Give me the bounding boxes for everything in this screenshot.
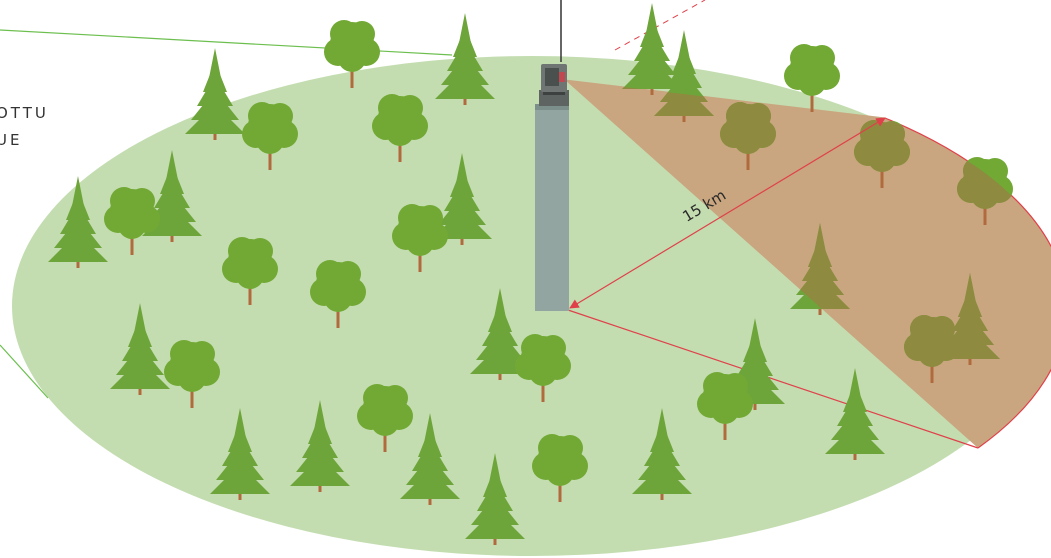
deciduous-tree-icon [697, 372, 753, 440]
area-label-line-1: OTTU [0, 104, 49, 122]
spruce-tree-icon [825, 368, 885, 460]
spruce-tree-icon [290, 400, 350, 492]
deciduous-tree-icon [324, 20, 380, 88]
guide-line-bottom [0, 344, 49, 399]
spruce-tree-icon [465, 453, 525, 545]
spruce-tree-icon [632, 408, 692, 500]
spruce-tree-icon [142, 150, 202, 242]
spruce-tree-icon [470, 288, 530, 380]
spruce-tree-icon [210, 408, 270, 500]
sector-edge-top [564, 79, 886, 119]
area-label-line-2: UE [0, 131, 23, 149]
deciduous-tree-icon [242, 102, 298, 170]
radar-camera-icon [539, 64, 569, 106]
spruce-tree-icon [48, 176, 108, 268]
spruce-tree-icon [622, 3, 682, 95]
deciduous-tree-icon [357, 384, 413, 452]
spruce-tree-icon [185, 48, 245, 140]
spruce-tree-icon [940, 273, 1000, 365]
spruce-tree-icon [400, 413, 460, 505]
deciduous-tree-icon [515, 334, 571, 402]
spruce-tree-icon [110, 303, 170, 395]
distance-arrow [569, 117, 886, 309]
spruce-tree-icon [435, 13, 495, 105]
sector-edge-bottom [567, 309, 979, 449]
deciduous-tree-icon [904, 315, 960, 383]
deciduous-tree-icon [372, 94, 428, 162]
deciduous-tree-icon [784, 44, 840, 112]
guide-line-top [0, 29, 453, 56]
tower [535, 0, 569, 311]
sector-arc [884, 117, 1051, 449]
deciduous-tree-icon [310, 260, 366, 328]
tower-mast [535, 106, 569, 311]
deciduous-tree-icon [222, 237, 278, 305]
deciduous-tree-icon [104, 187, 160, 255]
deciduous-tree-icon [164, 340, 220, 408]
tower-base-shadow [535, 104, 569, 110]
deciduous-tree-icon [392, 204, 448, 272]
deciduous-tree-icon [532, 434, 588, 502]
